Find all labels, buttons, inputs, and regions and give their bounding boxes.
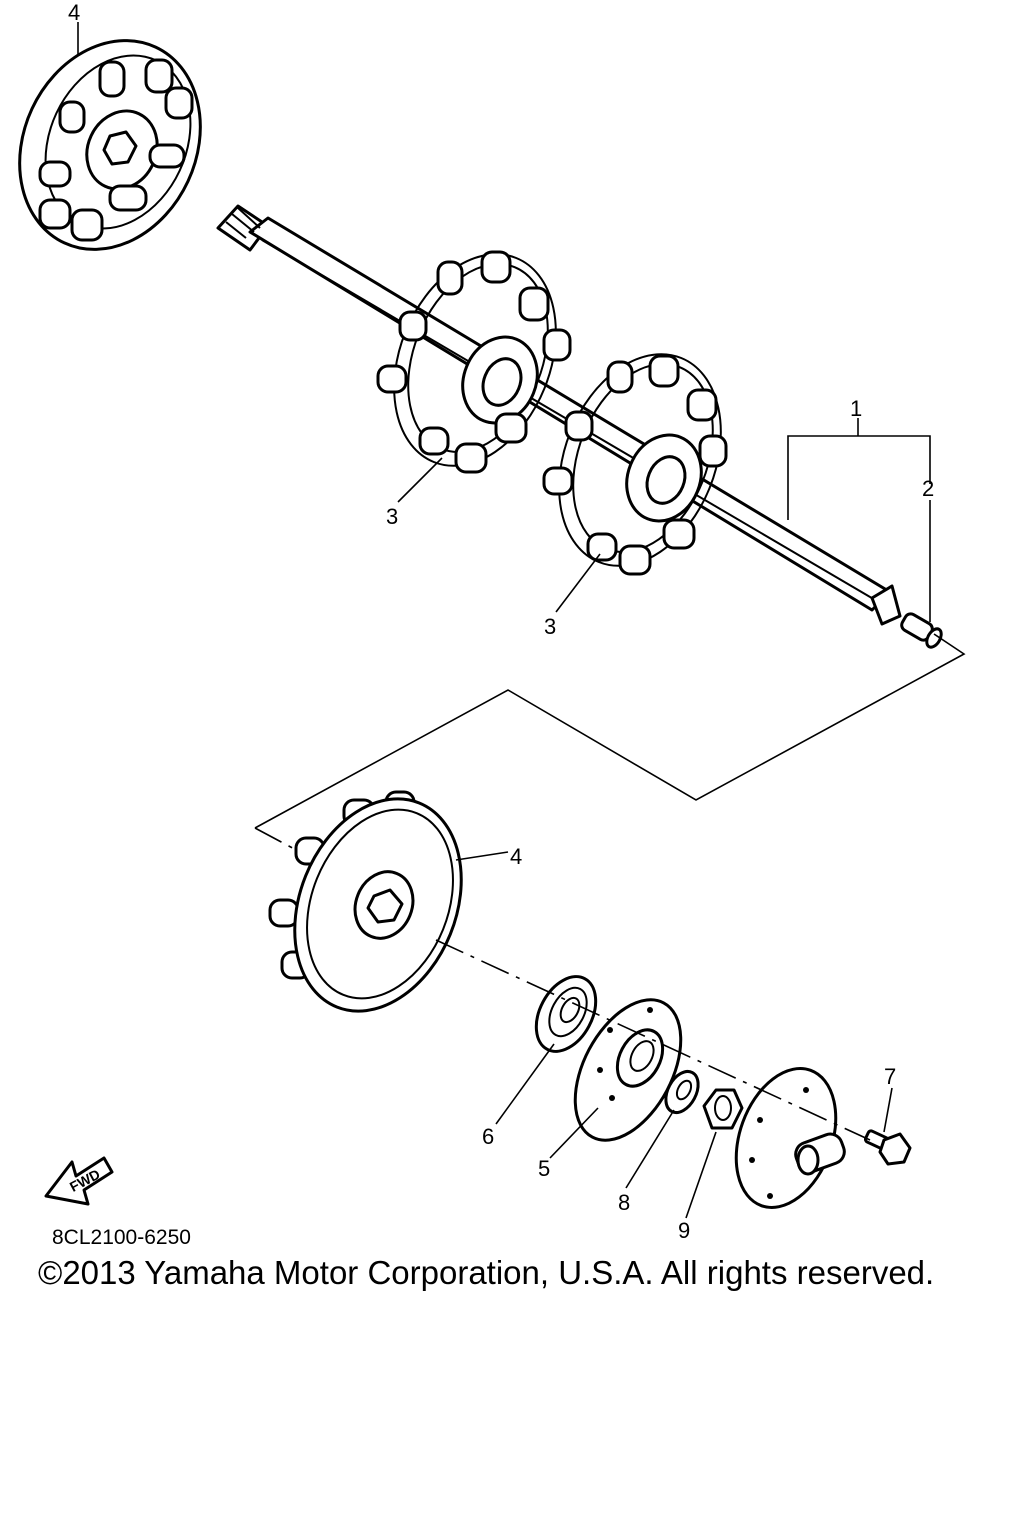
washer	[664, 1069, 700, 1115]
callout-1: 1	[850, 396, 862, 421]
sprocket-center-right	[542, 353, 728, 576]
leader-lines	[77, 22, 931, 1219]
callout-3-left: 3	[386, 504, 398, 529]
callout-4-bottom: 4	[510, 844, 522, 869]
callout-5: 5	[538, 1156, 550, 1181]
bearing-housing	[573, 998, 683, 1142]
fwd-arrow-icon: FWD	[44, 1156, 114, 1206]
callout-8: 8	[618, 1190, 630, 1215]
sprocket-center-left	[376, 250, 572, 474]
callout-2: 2	[922, 476, 934, 501]
sprocket-wheel-top	[18, 39, 202, 251]
callout-3-right: 3	[544, 614, 556, 639]
flange-plate	[734, 1067, 846, 1209]
callout-9: 9	[678, 1218, 690, 1243]
diagram-code: 8CL2100-6250	[52, 1226, 191, 1249]
callout-6: 6	[482, 1124, 494, 1149]
copyright-notice: ©2013 Yamaha Motor Corporation, U.S.A. A…	[38, 1254, 935, 1291]
bearing	[534, 975, 598, 1053]
callout-4-top: 4	[68, 0, 80, 25]
callout-labels: 4 1 2 3 3 4 6 5 8 9 7	[68, 0, 934, 1243]
drive-shaft	[216, 204, 902, 626]
shaft-end-bolt	[900, 612, 943, 649]
assembly-centerline	[435, 939, 871, 1141]
sprocket-teeth-top	[38, 58, 194, 242]
hex-nut	[702, 1088, 744, 1130]
callout-7: 7	[884, 1064, 896, 1089]
sprocket-wheel-bottom	[268, 790, 463, 1013]
flange-bolt	[863, 1129, 912, 1166]
assembly-outline	[254, 633, 966, 853]
